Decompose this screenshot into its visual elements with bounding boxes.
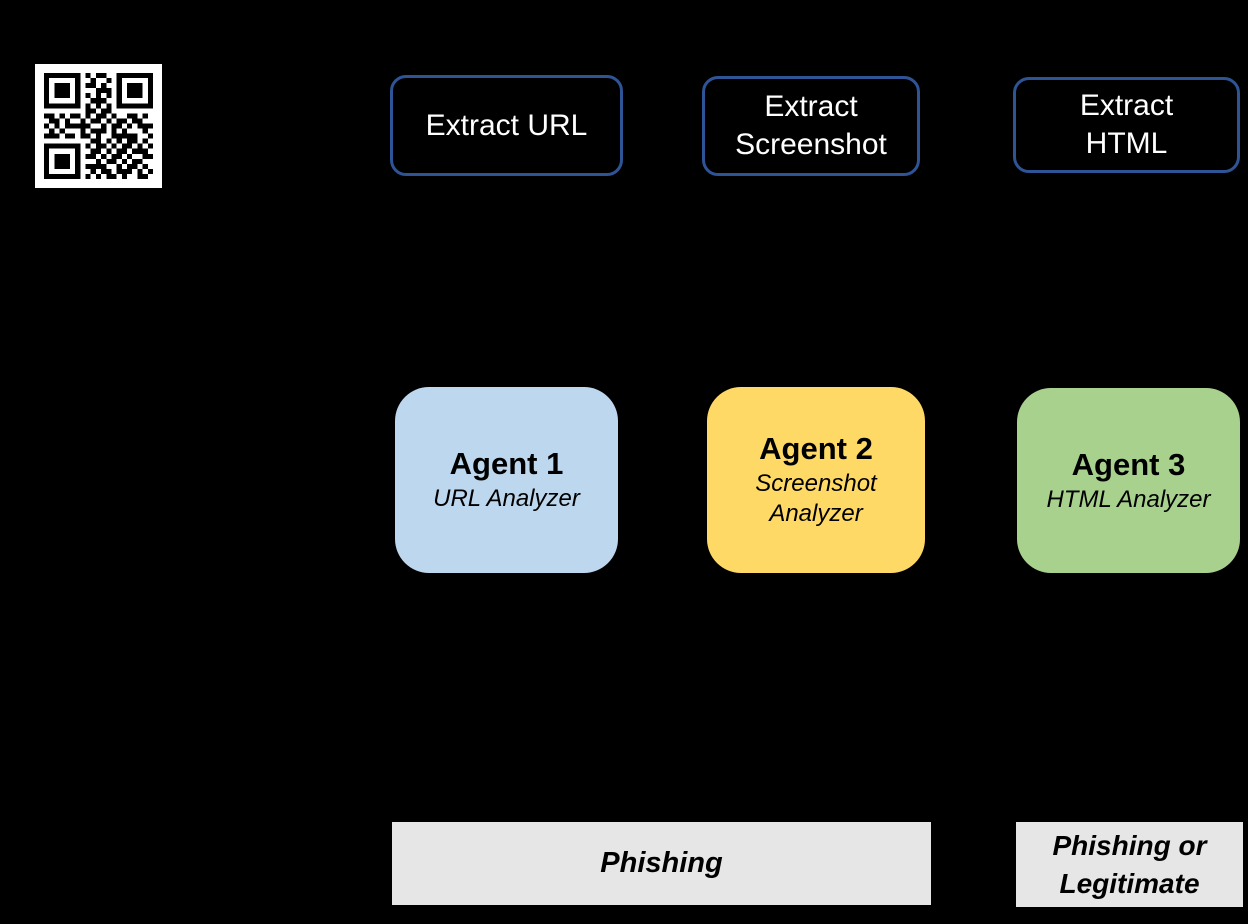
agent-2-title: Agent 2 xyxy=(759,431,873,466)
step-extract-url: Extract URL xyxy=(390,75,623,176)
step-extract-screenshot-label: Extract Screenshot xyxy=(735,90,887,161)
agent-3-subtitle: HTML Analyzer xyxy=(1046,485,1211,513)
agent-2-card: Agent 2 Screenshot Analyzer xyxy=(707,387,925,573)
agent-3-card: Agent 3 HTML Analyzer xyxy=(1017,388,1240,573)
output-phishing: Phishing xyxy=(392,822,931,905)
agent-3-title: Agent 3 xyxy=(1071,446,1186,482)
step-extract-screenshot: Extract Screenshot xyxy=(702,76,920,176)
step-extract-url-label: Extract URL xyxy=(425,108,588,142)
agent-2-subtitle: Screenshot Analyzer xyxy=(755,470,877,527)
agent-1-subtitle: URL Analyzer xyxy=(433,485,580,512)
qr-code-image xyxy=(35,64,162,188)
output-phishing-label: Phishing xyxy=(600,847,723,879)
output-phishing-or-legitimate: Phishing or Legitimate xyxy=(1016,822,1243,907)
qr-code-modules xyxy=(44,73,153,179)
agent-1-title: Agent 1 xyxy=(449,446,564,481)
output-phishing-or-legitimate-label: Phishing or Legitimate xyxy=(1052,829,1207,899)
agent-1-card: Agent 1 URL Analyzer xyxy=(395,387,618,573)
step-extract-html: Extract HTML xyxy=(1013,77,1240,173)
step-extract-html-label: Extract HTML xyxy=(1079,89,1174,160)
